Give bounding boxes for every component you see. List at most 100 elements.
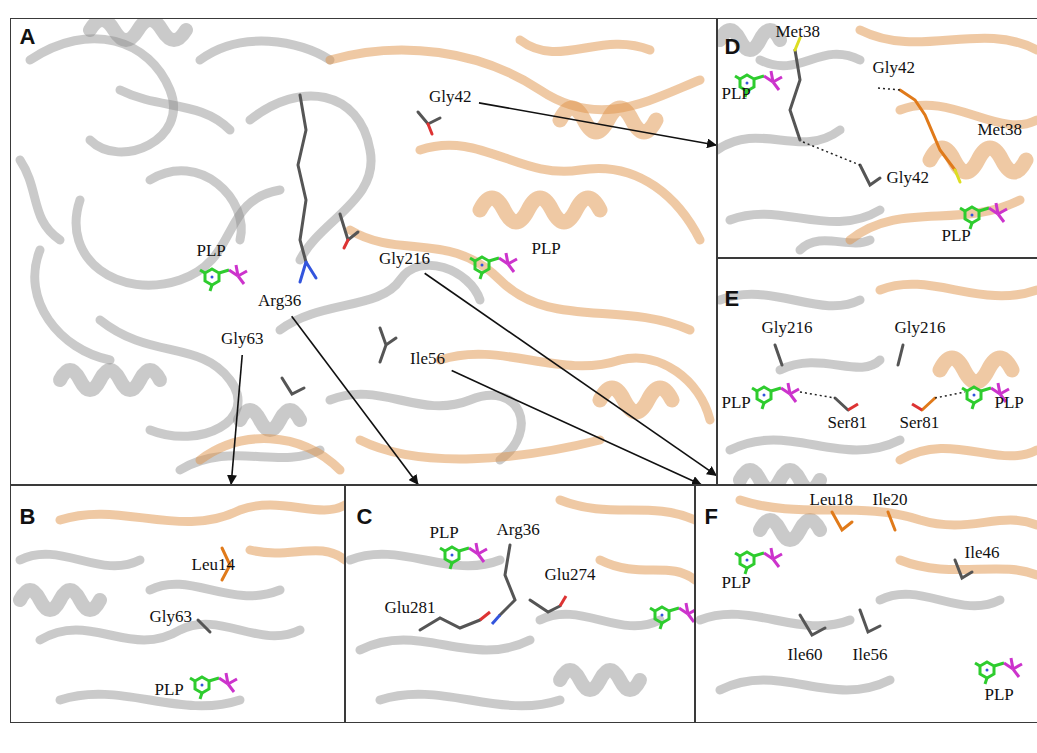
- structure-stroke: [150, 584, 280, 596]
- residue-name: Met38: [776, 22, 820, 42]
- structure-stroke: [860, 610, 880, 632]
- structure-stroke: [198, 620, 210, 632]
- structure-stroke: [480, 198, 600, 222]
- panel-f-structure: [700, 500, 1037, 690]
- structure-stroke: [440, 543, 487, 569]
- structure-stroke: [848, 404, 858, 410]
- panel-a-structure: [20, 20, 710, 470]
- residue-name: Arg36: [497, 520, 540, 540]
- residue-name: PLP: [155, 680, 184, 700]
- residue-name: PLP: [722, 573, 751, 593]
- structure-stroke: [60, 505, 344, 522]
- structure-stroke: [530, 600, 560, 612]
- residue-name: PLP: [722, 84, 751, 104]
- residue-name: Leu14: [192, 555, 235, 575]
- residue-name: Ser81: [900, 413, 940, 433]
- structure-stroke: [730, 440, 900, 450]
- structure-stroke: [20, 554, 140, 566]
- residue-name: Ser81: [828, 413, 868, 433]
- structure-stroke: [200, 265, 247, 291]
- structure-stroke: [35, 250, 110, 360]
- structure-stroke: [440, 354, 710, 420]
- structure-stroke: [720, 680, 890, 690]
- structure-stroke: [240, 410, 300, 430]
- residue-name: Gly63: [220, 329, 267, 349]
- residue-label: Gly63: [220, 329, 267, 351]
- structure-stroke: [500, 545, 515, 615]
- structure-stroke: [300, 262, 316, 282]
- structure-stroke: [832, 512, 852, 530]
- residue-label: Ile56: [409, 349, 448, 371]
- structure-stroke: [800, 615, 825, 635]
- residue-name: PLP: [532, 239, 561, 259]
- structure-stroke: [492, 615, 500, 624]
- structure-stroke: [190, 673, 237, 699]
- structure-stroke: [900, 448, 1037, 460]
- structure-stroke: [120, 90, 230, 130]
- structure-stroke: [200, 41, 330, 60]
- callout-arrow: [479, 103, 717, 145]
- panel-letter: D: [725, 35, 741, 59]
- structure-stroke: [800, 392, 835, 398]
- structure-stroke: [340, 214, 358, 240]
- structure-stroke: [560, 500, 694, 520]
- panel-d-structure: [718, 30, 1037, 250]
- structure-stroke: [700, 614, 850, 626]
- figure-panel: APLPPLPGly42Gly216Arg36Ile56Gly63: [10, 18, 717, 485]
- structure-stroke: [360, 640, 530, 650]
- structure-stroke: [250, 550, 344, 560]
- structure-stroke: [860, 30, 1037, 50]
- structure-stroke: [803, 142, 860, 165]
- structure-stroke: [780, 360, 880, 370]
- figure-panel: CPLPArg36Glu274Glu281: [345, 485, 695, 723]
- structure-stroke: [718, 130, 840, 150]
- callout-arrow: [425, 273, 717, 476]
- residue-name: Glu274: [545, 565, 596, 585]
- structure-stroke: [912, 404, 922, 410]
- structure-stroke: [735, 548, 782, 574]
- residue-label: Gly216: [378, 249, 433, 271]
- residue-name: Leu18: [810, 490, 853, 510]
- structure-stroke: [730, 210, 880, 222]
- structure-stroke: [20, 590, 100, 610]
- structure-stroke: [898, 345, 903, 365]
- panel-letter: C: [357, 505, 373, 529]
- structure-stroke: [280, 265, 480, 330]
- structure-stroke: [150, 171, 241, 240]
- callout-arrow: [292, 316, 419, 485]
- residue-name: Ile46: [965, 543, 1000, 563]
- structure-stroke: [560, 596, 566, 606]
- residue-name: Glu281: [385, 598, 436, 618]
- structure-stroke: [380, 328, 396, 362]
- structure-stroke: [880, 284, 1037, 296]
- panel-e-structure: [720, 284, 1037, 484]
- structure-stroke: [752, 383, 799, 409]
- panel-letter: B: [20, 505, 36, 529]
- structure-stroke: [420, 145, 700, 240]
- structure-stroke: [880, 594, 1000, 606]
- structure-stroke: [520, 40, 650, 52]
- structure-stroke: [30, 39, 174, 152]
- residue-name: Gly216: [762, 318, 813, 338]
- residue-name: Gly42: [428, 87, 475, 107]
- structure-stroke: [200, 439, 340, 470]
- structure-stroke: [878, 88, 900, 90]
- callout-arrow: [452, 371, 702, 485]
- structure-stroke: [955, 560, 972, 578]
- structure-stroke: [344, 240, 348, 248]
- structure-stroke: [350, 230, 690, 330]
- structure-stroke: [800, 240, 870, 250]
- structure-stroke: [380, 694, 560, 706]
- residue-name: PLP: [995, 393, 1024, 413]
- structure-stroke: [775, 345, 782, 365]
- structure-stroke: [418, 112, 440, 124]
- residue-name: PLP: [197, 241, 226, 261]
- structure-stroke: [835, 398, 848, 410]
- panel-b-structure: [20, 505, 344, 706]
- structure-stroke: [560, 670, 640, 690]
- structure-stroke: [428, 124, 432, 134]
- structure-stroke: [760, 520, 820, 540]
- structure-stroke: [955, 170, 960, 182]
